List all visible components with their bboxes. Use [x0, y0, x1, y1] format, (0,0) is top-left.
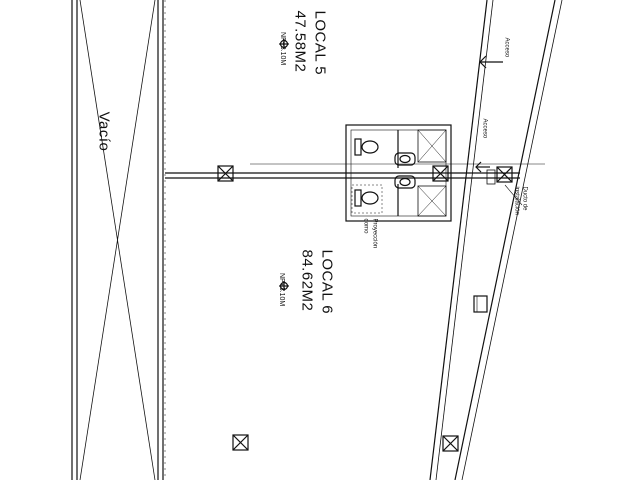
local-5-area: 47.58M2: [291, 10, 309, 73]
local-6-area: 84.62M2: [298, 249, 316, 312]
column-icon: [432, 165, 449, 182]
column-icon: [232, 434, 249, 451]
column-icon: [217, 165, 234, 182]
void-area: [71, 0, 166, 480]
level-marker-icon: [279, 39, 289, 49]
local-5-level: NP+3.10M: [279, 32, 286, 66]
access-label: Acceso: [503, 37, 510, 58]
sink-icon: [394, 152, 416, 166]
shaft-label-line1: Ducto de: [521, 186, 528, 211]
column-icon: [486, 166, 513, 185]
projection-label-line1: Proyección: [371, 218, 378, 249]
local-6-level: NP+3.10M: [278, 273, 285, 307]
exterior-wall: [429, 0, 563, 480]
column-icon: [442, 435, 459, 452]
projection-label-line2: domo: [362, 218, 369, 234]
local-5-name: LOCAL 5: [311, 10, 329, 76]
bathroom-block: [345, 124, 452, 222]
level-marker-icon: [279, 281, 289, 291]
toilet-icon: [354, 138, 379, 156]
local-6-name: LOCAL 6: [318, 249, 336, 315]
wall-marker-icon: [473, 295, 488, 313]
access-arrow-icon: [475, 161, 490, 173]
void-label: Vacío: [95, 111, 113, 152]
shaft-label-line2: instalación: [513, 186, 520, 215]
sink-icon: [394, 175, 416, 189]
toilet-icon: [351, 184, 383, 214]
access-arrow-icon: [479, 55, 503, 69]
access-label: Acceso: [481, 118, 488, 139]
